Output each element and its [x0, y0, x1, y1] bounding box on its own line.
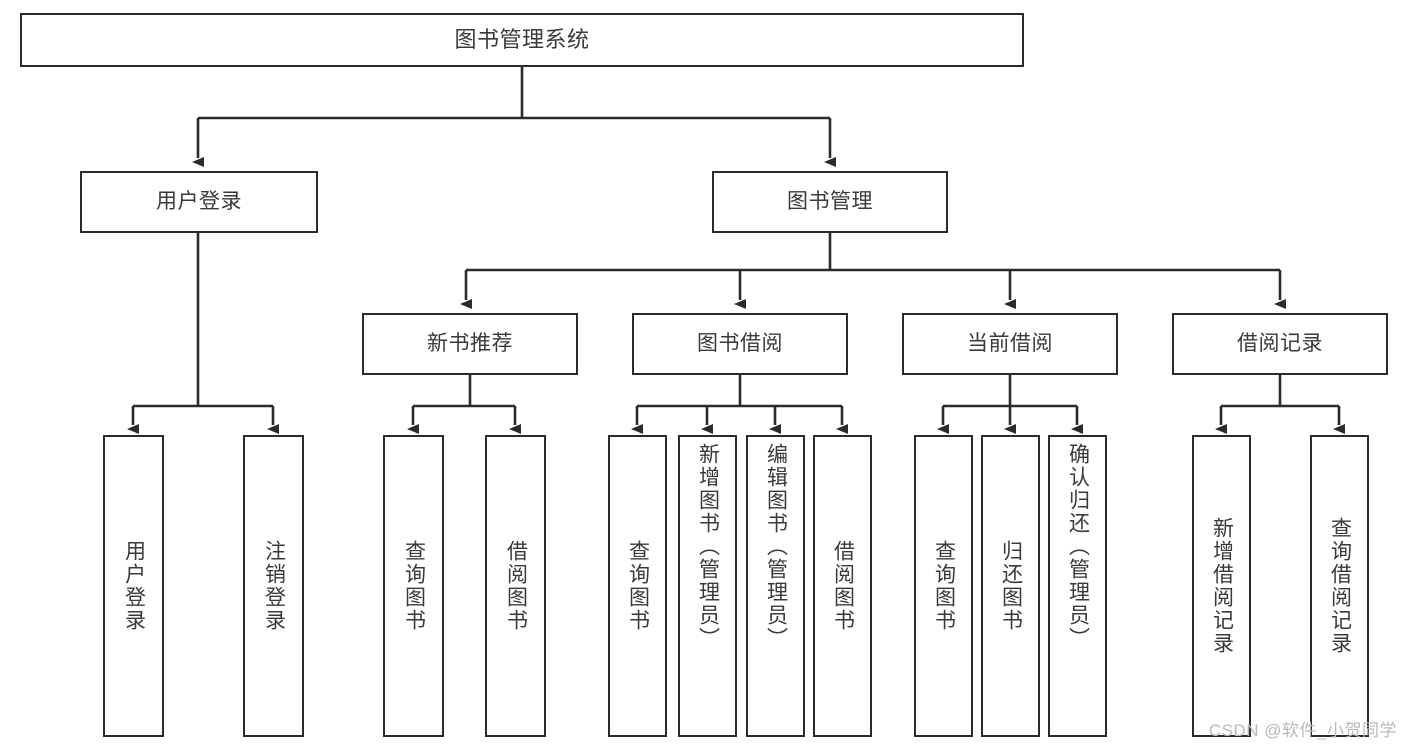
node-label: 借阅图书: [831, 540, 855, 632]
edges-borrowrecord-to-leaves: [1215, 375, 1345, 434]
node-leaf-query-record[interactable]: 查询借阅记录: [1310, 435, 1369, 737]
node-current-borrow[interactable]: 当前借阅: [902, 313, 1118, 375]
node-label: 新书推荐: [427, 331, 513, 355]
node-leaf-borrow-book-1[interactable]: 借阅图书: [485, 435, 546, 737]
node-label: 图书管理系统: [454, 27, 590, 53]
node-label: 查询借阅记录: [1328, 517, 1352, 655]
node-leaf-query-book-3[interactable]: 查询图书: [914, 435, 973, 737]
node-leaf-add-book[interactable]: 新增图书（管理员）: [678, 435, 737, 737]
node-label: 注销登录: [262, 540, 286, 632]
node-leaf-query-book-1[interactable]: 查询图书: [383, 435, 444, 737]
node-label: 用户登录: [122, 540, 146, 632]
node-leaf-borrow-book-2[interactable]: 借阅图书: [813, 435, 872, 737]
edges-root-to-level2: [192, 67, 836, 167]
node-label: 归还图书: [999, 540, 1023, 632]
node-label: 新增图书（管理员）: [696, 443, 720, 650]
node-borrow-record[interactable]: 借阅记录: [1172, 313, 1388, 375]
node-leaf-confirm-return[interactable]: 确认归还（管理员）: [1048, 435, 1107, 737]
node-label: 查询图书: [932, 540, 956, 632]
node-root-system[interactable]: 图书管理系统: [20, 13, 1024, 67]
node-label: 查询图书: [626, 540, 650, 632]
edges-bookborrow-to-leaves: [631, 375, 848, 434]
node-label: 用户登录: [156, 189, 242, 213]
node-leaf-query-book-2[interactable]: 查询图书: [608, 435, 667, 737]
node-label: 图书借阅: [697, 331, 783, 355]
node-label: 新增借阅记录: [1210, 517, 1234, 655]
edges-currentborrow-to-leaves: [937, 375, 1083, 434]
node-label: 借阅图书: [504, 540, 528, 632]
edges-userlogin-to-leaves: [127, 233, 279, 434]
node-leaf-return-book[interactable]: 归还图书: [981, 435, 1040, 737]
node-label: 图书管理: [787, 189, 873, 213]
edges-bookmanage-to-level3: [460, 233, 1286, 309]
node-book-manage[interactable]: 图书管理: [712, 171, 948, 233]
node-label: 编辑图书（管理员）: [764, 443, 788, 650]
node-user-login[interactable]: 用户登录: [80, 171, 318, 233]
node-leaf-add-record[interactable]: 新增借阅记录: [1192, 435, 1251, 737]
csdn-watermark: CSDN @软件_小贺同学: [1208, 721, 1397, 740]
edges-newbook-to-leaves: [407, 375, 521, 434]
node-label: 当前借阅: [967, 331, 1053, 355]
node-new-book-recommend[interactable]: 新书推荐: [362, 313, 578, 375]
node-leaf-logout[interactable]: 注销登录: [243, 435, 304, 737]
node-label: 借阅记录: [1237, 331, 1323, 355]
node-leaf-user-login[interactable]: 用户登录: [103, 435, 164, 737]
node-label: 确认归还（管理员）: [1066, 443, 1090, 650]
node-book-borrow[interactable]: 图书借阅: [632, 313, 848, 375]
node-leaf-edit-book[interactable]: 编辑图书（管理员）: [746, 435, 805, 737]
node-label: 查询图书: [402, 540, 426, 632]
